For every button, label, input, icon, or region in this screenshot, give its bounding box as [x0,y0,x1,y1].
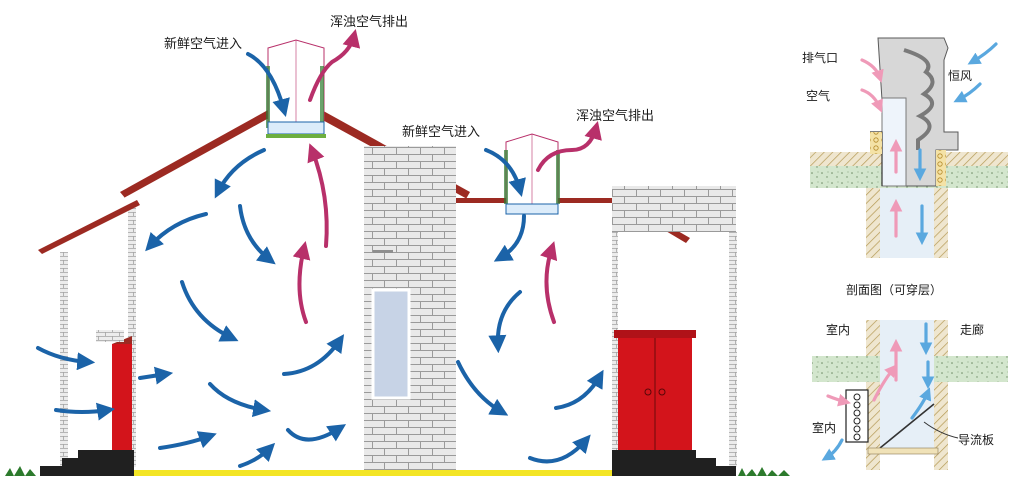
corridor-label: 走廊 [960,322,984,337]
main-roof-left [120,110,272,198]
cross-floor-section-detail: 剖面图（可穿层） 室内 走廊 室内 导流板 [812,282,1008,470]
exhaust-out-label-1: 浑浊空气排出 [330,14,408,30]
ground-line [134,470,612,476]
constant-wind-label: 恒风 [948,69,972,83]
exhaust-out-label-2: 浑浊空气排出 [576,108,654,124]
fresh-air-in-label-2: 新鲜空气进入 [402,124,480,140]
left-door [112,344,132,454]
building-section: 新鲜空气进入 浑浊空气排出 新鲜空气进入 浑浊空气排出 [5,14,790,476]
indoor-label-2: 室内 [812,420,836,435]
window [371,288,411,400]
deflector-label: 导流板 [958,433,994,447]
section-title: 剖面图（可穿层） [846,282,942,297]
air-label: 空气 [806,88,830,103]
fresh-air-arrows [36,52,604,468]
indoor-label-1: 室内 [826,322,850,337]
door-handle-icon [644,388,652,396]
right-steps [612,450,736,476]
fresh-air-in-label-1: 新鲜空气进入 [164,36,242,52]
deflector-plate [879,403,935,449]
left-steps [40,450,134,476]
right-double-door [614,330,696,454]
right-brick-band [612,186,736,232]
left-roof [38,200,140,254]
vent-outlet-label: 排气口 [802,50,838,65]
vent-section-detail: 排气口 空气 恒风 [802,37,1008,258]
exhaust-arrows [292,29,602,324]
